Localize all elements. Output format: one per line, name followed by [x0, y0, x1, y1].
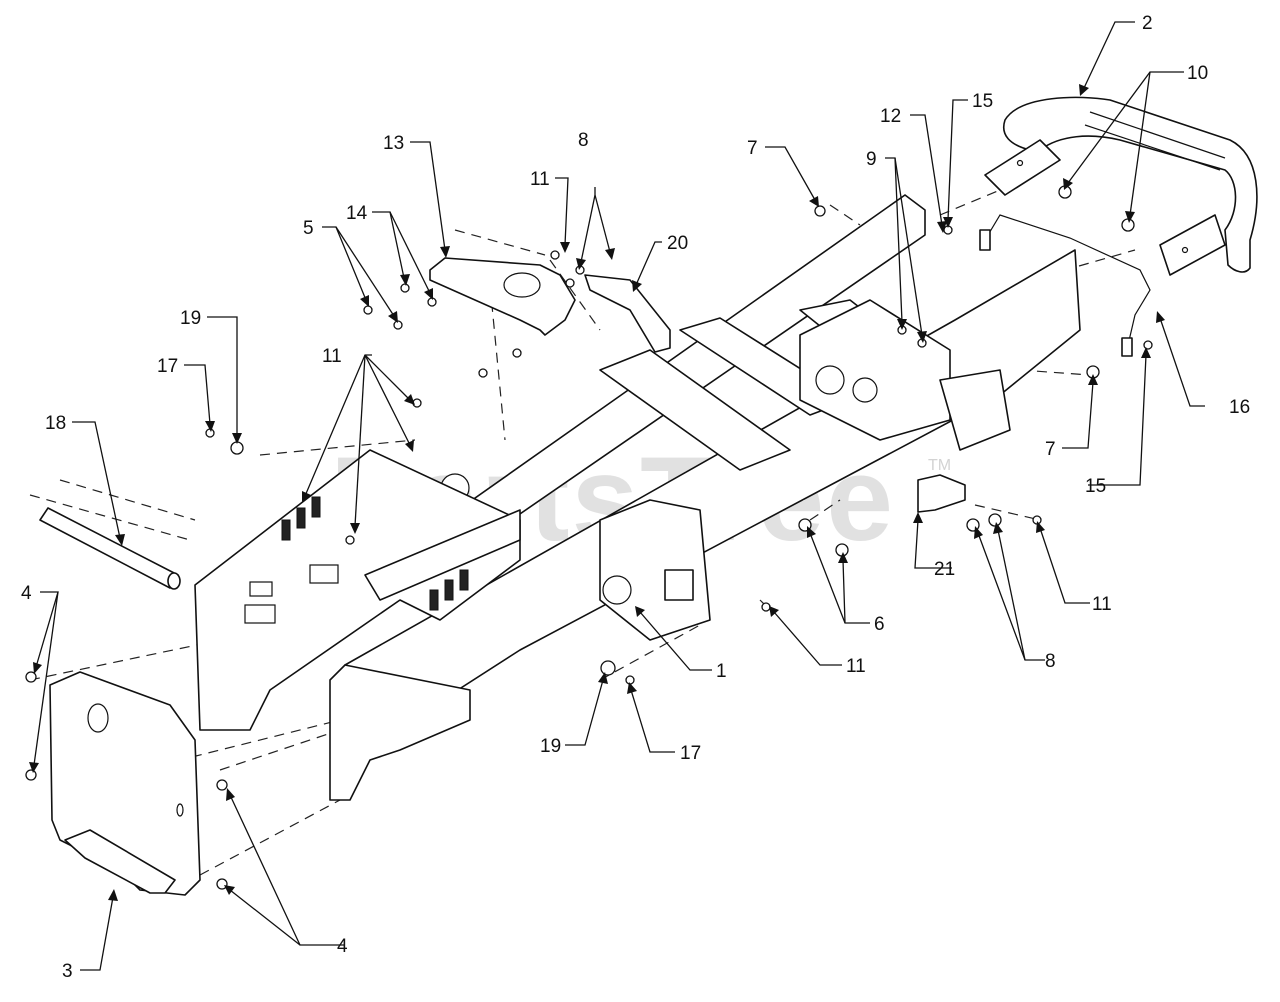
- callout-14: 14: [346, 203, 368, 224]
- axle-rod: [39, 507, 181, 590]
- callout-17-bottom: 17: [680, 743, 701, 764]
- assembly-lines: [29, 189, 1136, 876]
- callout-11-left: 11: [322, 346, 342, 367]
- callout-11-right: 11: [1092, 594, 1112, 615]
- callout-1: 1: [716, 661, 727, 682]
- callout-19-top: 19: [180, 308, 201, 329]
- rear-bumper: [984, 96, 1258, 276]
- callout-13: 13: [383, 133, 404, 154]
- callout-17-top: 17: [157, 356, 178, 377]
- callout-9: 9: [866, 149, 877, 170]
- svg-text:TM: TM: [928, 457, 951, 474]
- callout-7-bottom: 7: [1045, 439, 1056, 460]
- callout-4-left: 4: [21, 583, 32, 604]
- callout-2: 2: [1142, 13, 1153, 34]
- callout-15-top: 15: [972, 91, 993, 112]
- leader-lines: [29, 21, 1205, 971]
- plate: [429, 257, 576, 336]
- callout-21: 21: [934, 559, 955, 580]
- callout-8-top: 8: [578, 130, 589, 151]
- callout-16: 16: [1229, 397, 1250, 418]
- callout-5: 5: [303, 218, 314, 239]
- callout-11-mid: 11: [846, 656, 866, 677]
- callout-8-bottom: 8: [1045, 651, 1056, 672]
- callout-10: 10: [1187, 63, 1208, 84]
- callout-labels: 2 10 12 15 9 7 8 11 20 13 14 5 19 17 18 …: [21, 13, 1250, 982]
- callout-4-bottom: 4: [337, 936, 348, 957]
- callout-7-top: 7: [747, 138, 758, 159]
- callout-11-top: 11: [530, 169, 550, 190]
- main-frame: [194, 194, 1081, 801]
- callout-18: 18: [45, 413, 66, 434]
- rod: [979, 214, 1151, 357]
- callout-19-bottom: 19: [540, 736, 561, 757]
- callout-6: 6: [874, 614, 885, 635]
- callout-20: 20: [667, 233, 688, 254]
- callout-15-bottom: 15: [1085, 476, 1106, 497]
- front-plate: [49, 671, 201, 896]
- callout-3: 3: [62, 961, 73, 982]
- callout-12: 12: [880, 106, 901, 127]
